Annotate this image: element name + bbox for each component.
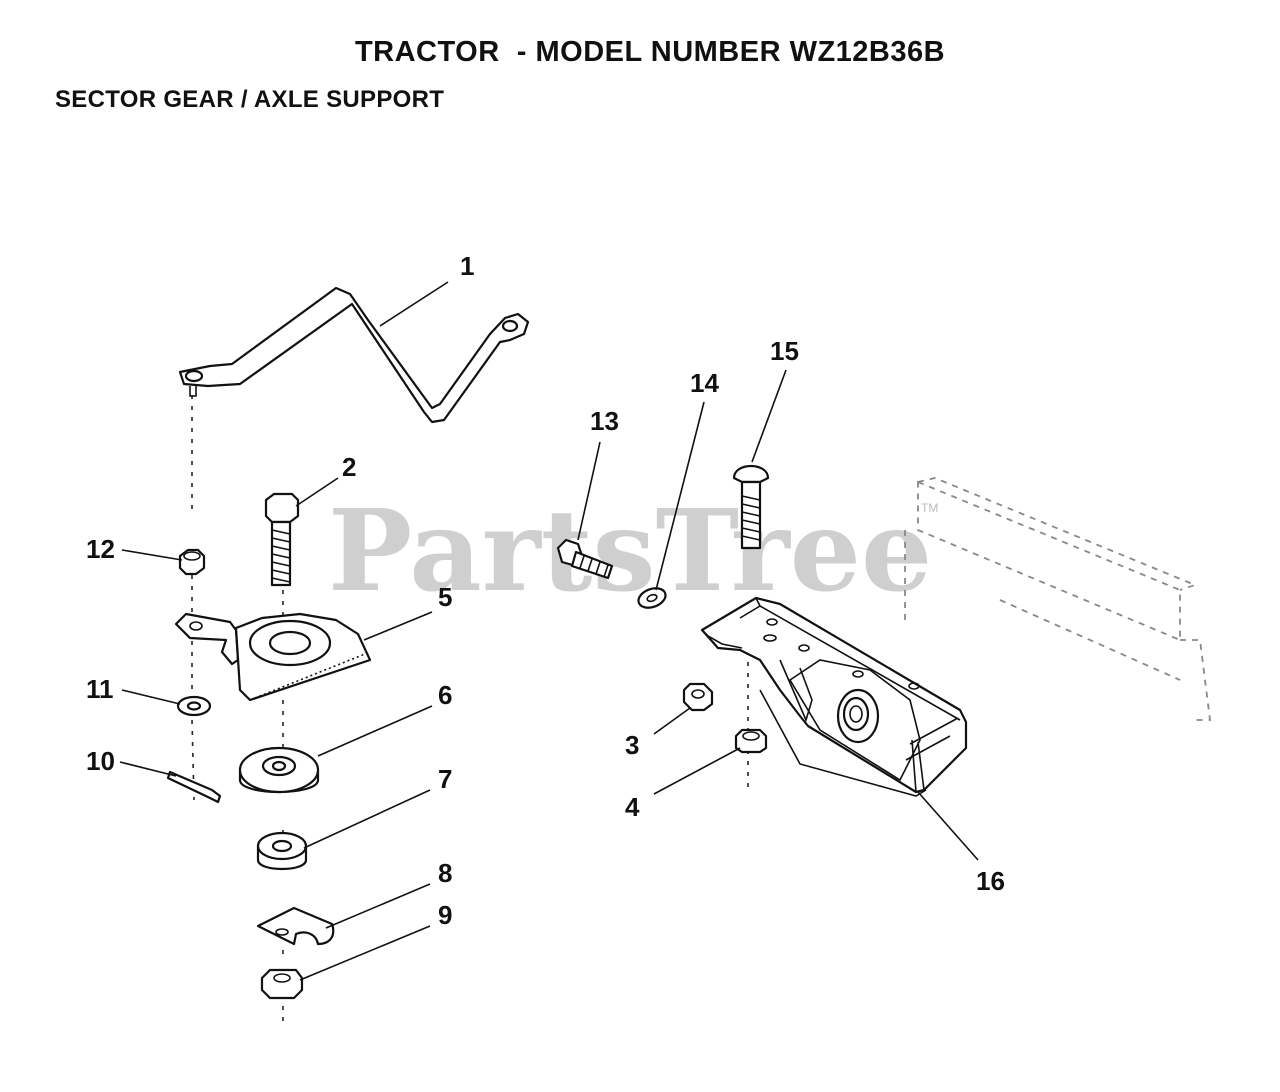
callout-10: 10 [86,746,115,776]
part-1-drag-link[interactable] [178,286,530,424]
part-7-bushing[interactable] [256,831,308,870]
callout-8: 8 [438,858,452,888]
callout-leaders [119,281,979,981]
callout-5: 5 [438,582,452,612]
part-3-flange-nut[interactable] [682,682,714,712]
callout-14: 14 [690,368,719,398]
page-title: TRACTOR - MODEL NUMBER WZ12B36B [354,36,946,68]
part-11-washer[interactable] [176,695,212,717]
part-8-clip[interactable] [256,906,335,946]
callout-9: 9 [438,900,452,930]
part-5-sector-gear[interactable] [174,612,372,702]
part-14-washer[interactable] [636,585,668,611]
callout-2: 2 [342,452,356,482]
part-16-axle-support[interactable] [700,596,968,797]
callout-labels: 1 2 3 4 5 6 7 8 9 10 11 12 13 14 15 16 [86,251,1005,930]
callout-12: 12 [86,534,115,564]
callout-1: 1 [460,251,474,281]
part-2-hex-bolt[interactable] [264,492,300,587]
callout-16: 16 [976,866,1005,896]
callout-4: 4 [625,792,640,822]
callout-15: 15 [770,336,799,366]
part-13-hex-bolt[interactable] [556,538,614,580]
part-9-hex-nut[interactable] [260,968,304,1000]
watermark-trademark: TM [921,501,938,515]
watermark: PartsTree [328,486,932,617]
part-4-hex-nut[interactable] [734,728,768,754]
ghost-frame-outline [904,477,1212,721]
callout-11: 11 [86,674,114,704]
callout-6: 6 [438,680,452,710]
alignment-line-left [191,395,195,801]
section-subtitle: SECTOR GEAR / AXLE SUPPORT [55,86,445,113]
callout-7: 7 [438,764,452,794]
callout-13: 13 [590,406,619,436]
callout-3: 3 [625,730,639,760]
part-10-cotter-pin[interactable] [166,770,222,804]
part-6-spacer-disc[interactable] [238,746,320,794]
part-15-carriage-bolt[interactable] [732,465,770,550]
part-12-flange-nut[interactable] [178,548,206,576]
